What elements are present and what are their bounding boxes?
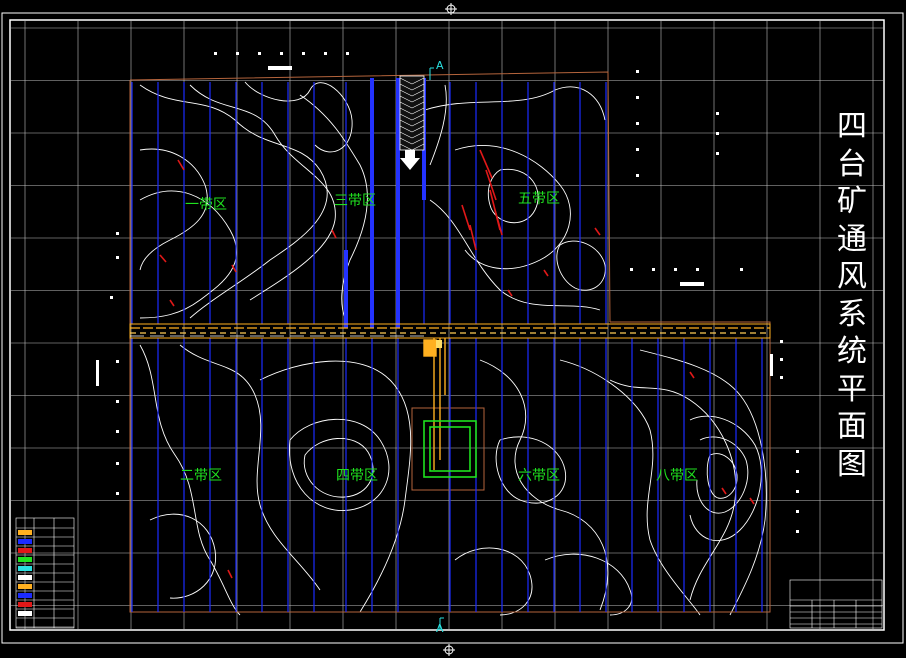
fault-mark [231,264,237,273]
hatch-stroke [399,77,413,85]
hatch-stroke [411,131,425,139]
hatch-stroke [399,107,413,115]
legend-swatch [18,593,32,598]
registration-mark-bottom [443,644,455,656]
gob-hatch-area [399,75,425,151]
fault-mark [494,209,503,236]
hatch-stroke [399,95,413,103]
hatch-stroke [399,101,413,109]
hatch-stroke [411,107,425,115]
hatch-stroke [399,137,413,145]
hatch-stroke [411,143,425,151]
map-title-char: 风 [837,259,867,294]
map-title-char: 四 [837,109,867,144]
fault-mark [159,254,167,263]
main-airways [344,78,426,328]
map-title-char: 矿 [837,184,867,219]
legend-swatch [18,602,32,607]
hatch-stroke [399,125,413,133]
fault-mark [749,497,755,505]
fault-mark [169,299,175,307]
fault-mark [721,487,727,495]
legend-table [15,517,75,629]
map-title-char: 统 [837,334,867,369]
hatch-stroke [411,101,425,109]
map-title-char: 图 [837,446,867,482]
annotation-marks [96,52,799,533]
legend-swatch [18,548,32,553]
hatch-stroke [411,125,425,133]
working-face [423,420,477,478]
fault-mark [594,227,601,236]
legend-swatch [18,530,32,535]
zone-label-1: 一带区 [185,197,227,213]
registration-mark-top [445,3,457,15]
hatch-stroke [399,83,413,91]
zone-label-2: 二带区 [180,468,222,484]
fault-mark [689,371,695,379]
section-line [429,67,444,630]
fault-mark [543,269,549,277]
scale-bars [268,66,704,286]
zone-label-5: 五带区 [518,191,560,207]
coordinate-grid [10,20,884,630]
legend-swatch [18,539,32,544]
zone-label-4: 四带区 [336,468,378,484]
section-mark-top: A [436,59,444,72]
hatch-stroke [411,83,425,91]
legend-swatch [18,557,32,562]
map-title-char: 面 [837,409,867,444]
hatch-stroke [399,113,413,121]
mine-boundary [129,71,771,613]
airflow-arrow-icon [400,150,420,170]
legend-swatch [18,584,32,589]
main-roadway [129,323,771,339]
hatch-stroke [399,89,413,97]
hatch-stroke [399,143,413,151]
hatch-stroke [411,119,425,127]
hatch-stroke [411,113,425,121]
fault-mark [331,229,337,239]
fault-mark [177,159,185,171]
shaft-roadway [423,338,446,470]
section-mark-bottom: A [436,622,444,635]
fault-mark [461,204,471,231]
legend-swatch [18,611,32,616]
inner-frame [9,19,885,631]
fault-mark [227,569,233,579]
fault-mark [485,169,497,201]
map-title-char: 通 [837,221,867,257]
fault-mark [469,224,477,251]
fault-mark [479,149,493,179]
hatch-stroke [411,77,425,85]
hatch-stroke [399,131,413,139]
zone-label-8: 八带区 [656,468,698,484]
zone-label-3: 三带区 [334,193,376,209]
map-title-char: 平 [837,371,867,407]
zone-label-6: 六带区 [518,468,560,484]
hatch-stroke [411,95,425,103]
fault-mark [507,289,513,297]
hatch-stroke [411,137,425,145]
title-block [789,579,883,629]
map-title-char: 台 [837,146,867,182]
legend-swatch [18,566,32,571]
fault-marks [159,149,755,579]
map-title-char: 系 [837,296,867,332]
hatch-stroke [411,89,425,97]
map-title: 四台矿通风系统平面图 [832,108,872,483]
legend-swatch [18,575,32,580]
hatch-stroke [399,119,413,127]
